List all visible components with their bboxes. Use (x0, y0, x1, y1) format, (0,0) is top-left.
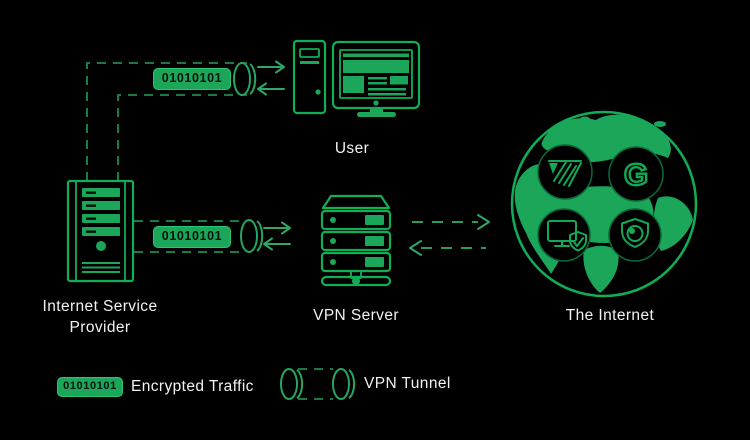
encrypted-packet-pill: 01010101 (153, 226, 231, 248)
arrow-right-icon (257, 60, 285, 74)
tunnel-mouth-icon (233, 62, 251, 96)
link-vpn-internet (409, 214, 490, 256)
arrowhead-right-icon (477, 214, 490, 230)
isp-label: Internet Service Provider (42, 298, 158, 336)
striped-v-logo-icon (537, 144, 593, 200)
server-tower-icon (66, 179, 135, 283)
google-g-icon: G (608, 146, 664, 202)
internet-label: The Internet (565, 307, 655, 324)
legend-vpn-tunnel-label: VPN Tunnel (364, 375, 451, 392)
user-label: User (334, 140, 370, 157)
tunnel-mouth-icon (240, 219, 258, 253)
tunnel-wall-top (86, 62, 247, 181)
desktop-computer-icon (292, 39, 421, 117)
shield-lens-icon (608, 208, 662, 262)
arrow-left-icon (263, 237, 291, 251)
arrowhead-left-icon (409, 240, 422, 256)
g-letter: G (624, 157, 648, 192)
tunnel-isp-to-user (86, 60, 285, 181)
tunnel-mouth-arc-icon (256, 220, 264, 252)
arrow-left-icon (257, 82, 285, 96)
vpn-tunnel-icon (280, 368, 356, 400)
legend-encrypted-traffic-label: Encrypted Traffic (131, 378, 254, 395)
encrypted-packet-pill: 01010101 (153, 68, 231, 90)
vpn-server-label: VPN Server (313, 307, 399, 324)
arrow-right-icon (263, 221, 291, 235)
tunnel-isp-to-vpn (134, 219, 291, 253)
monitor-shield-icon (537, 208, 591, 262)
globe-icon: G (510, 110, 698, 298)
tunnel-mouth-arc-icon (249, 63, 257, 95)
legend-packet-pill: 01010101 (57, 377, 123, 397)
server-rack-icon (320, 194, 392, 287)
tunnel-wall-bottom (117, 94, 247, 181)
